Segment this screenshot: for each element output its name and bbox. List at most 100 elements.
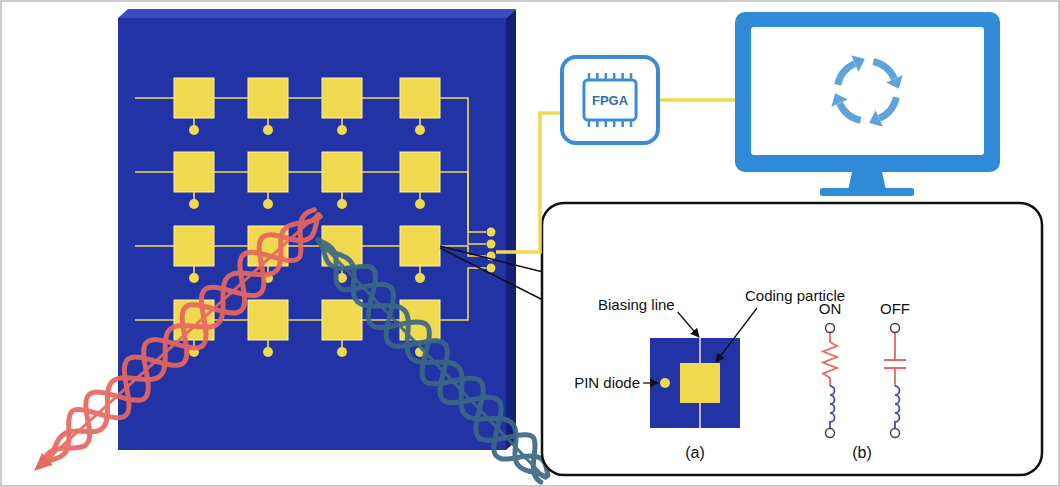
diode-lead — [341, 340, 343, 348]
monitor-neck — [848, 172, 886, 190]
connector-pad — [487, 228, 496, 237]
coding-particle — [400, 78, 440, 118]
coding-particle — [322, 300, 362, 340]
diode-lead — [267, 192, 269, 200]
cycle-arrow — [879, 97, 896, 118]
coding-particle — [248, 78, 288, 118]
state-label: ON — [819, 300, 842, 318]
chip-pin — [613, 73, 616, 79]
diode-lead — [267, 340, 269, 348]
cycle-arrow — [873, 62, 894, 79]
chip-pin — [588, 73, 591, 79]
cycle-arrow — [838, 64, 855, 85]
part-label: PIN diode — [574, 374, 640, 392]
pin-diode — [415, 273, 425, 283]
leader-arrow — [678, 312, 699, 337]
pin-diode — [415, 199, 425, 209]
cycle-arrowhead — [886, 75, 902, 89]
chip-pin — [621, 121, 624, 127]
diode-lead — [193, 192, 195, 200]
diode-lead — [419, 118, 421, 126]
board-top-face — [118, 9, 516, 18]
state-label: OFF — [880, 300, 910, 318]
pin-diode — [263, 199, 273, 209]
monitor-screen — [751, 27, 984, 155]
leader-arrow — [643, 382, 658, 383]
coding-particle — [248, 300, 288, 340]
wave-axis — [40, 214, 318, 466]
chip-pin — [588, 121, 591, 127]
pin-diode — [337, 125, 347, 135]
pin-diode — [263, 125, 273, 135]
diode-lead — [193, 266, 195, 274]
coding-particle — [174, 152, 214, 192]
chip-pin — [605, 73, 608, 79]
terminal — [891, 429, 900, 438]
coding-particle — [400, 226, 440, 266]
chip-label: FPGA — [592, 93, 628, 108]
cycle-arrow — [840, 103, 861, 120]
pin-diode — [189, 125, 199, 135]
panel-label: (b) — [852, 444, 872, 462]
pin-diode — [189, 199, 199, 209]
chip-pin — [605, 121, 608, 127]
coding-particle — [322, 152, 362, 192]
coding-particle — [400, 152, 440, 192]
unit-cell — [650, 338, 740, 428]
chip-pin — [621, 73, 624, 79]
wave-strand — [318, 240, 546, 477]
chip-body — [584, 80, 636, 120]
pin-diode — [660, 378, 670, 388]
coding-particle — [680, 363, 720, 403]
incident-wave — [40, 210, 320, 466]
pin-diode — [263, 347, 273, 357]
diode-lead — [267, 118, 269, 126]
chip-pin — [596, 121, 599, 127]
diode-lead — [419, 192, 421, 200]
chip-pin — [630, 121, 633, 127]
terminal — [826, 324, 835, 333]
monitor-stand — [820, 188, 914, 196]
pin-diode — [337, 199, 347, 209]
reflected-wave — [318, 240, 548, 482]
wave-arrowhead — [34, 453, 53, 471]
inset-panel — [542, 203, 1042, 475]
control-wire — [496, 113, 560, 252]
fpga-chip: FPGA — [560, 55, 660, 145]
inductor-symbol — [895, 386, 900, 428]
coding-particle — [322, 78, 362, 118]
pin-diode — [415, 125, 425, 135]
chip-pin — [613, 121, 616, 127]
capacitor-symbol — [884, 333, 906, 386]
pin-diode — [189, 273, 199, 283]
chip-pin — [630, 73, 633, 79]
panel-label: (a) — [685, 444, 705, 462]
data-wire — [660, 98, 735, 102]
monitor-body — [735, 12, 1000, 172]
diode-lead — [341, 118, 343, 126]
wave-strand — [40, 215, 319, 466]
terminal — [891, 324, 900, 333]
coding-particle — [248, 152, 288, 192]
terminal — [826, 429, 835, 438]
cycle-arrowhead — [851, 55, 865, 71]
part-label: Biasing line — [598, 296, 675, 314]
inductor-symbol — [830, 386, 835, 428]
connector-pad — [487, 264, 496, 273]
chip-pin — [596, 73, 599, 79]
coding-particle — [174, 78, 214, 118]
leader-arrow — [716, 308, 757, 362]
callout-line — [440, 246, 543, 272]
diode-lead — [193, 118, 195, 126]
pin-diode — [337, 347, 347, 357]
wave-axis — [318, 240, 545, 478]
coding-particle — [174, 226, 214, 266]
cycle-arrowhead — [831, 93, 847, 107]
cycle-arrowhead — [869, 110, 883, 126]
callout-line — [440, 248, 543, 300]
connector-pad — [487, 240, 496, 249]
